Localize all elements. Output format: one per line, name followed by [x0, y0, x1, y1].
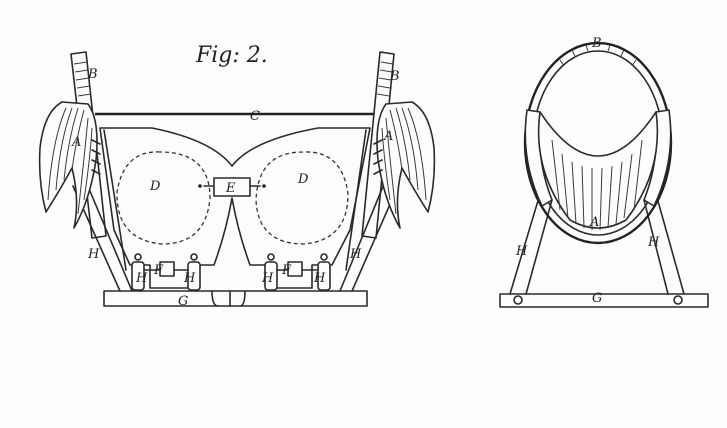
label-H-outer-left: H — [87, 247, 100, 262]
front-view — [38, 51, 436, 307]
label-H-inner-2: H — [183, 271, 196, 286]
reference-labels: B B C D D E A A H H H H H H F F G B A H … — [71, 36, 660, 309]
side-base — [499, 293, 709, 308]
right-cushion-outline — [255, 151, 349, 245]
inner-standard-1 — [131, 261, 145, 291]
label-B-left: B — [87, 67, 98, 82]
side-view — [499, 41, 709, 308]
inner-standard-2 — [187, 261, 201, 291]
label-A-side: A — [589, 215, 599, 230]
label-G-side: G — [592, 291, 602, 306]
inner-standard-4 — [317, 261, 331, 291]
label-F-left: F — [153, 263, 164, 278]
left-cushion-outline — [116, 151, 211, 245]
label-H-inner-4: H — [313, 271, 326, 286]
left-spring — [159, 261, 175, 277]
label-D-left: D — [149, 179, 161, 194]
label-B-right: B — [389, 69, 400, 84]
label-D-right: D — [297, 172, 309, 187]
label-H-side-left: H — [515, 244, 528, 259]
label-H-side-right: H — [647, 235, 660, 250]
label-B-side: B — [591, 36, 602, 51]
label-F-right: F — [281, 263, 292, 278]
center-clasp — [213, 177, 251, 197]
label-C: C — [250, 109, 260, 124]
base-detail — [211, 290, 246, 307]
label-H-outer-right: H — [349, 247, 362, 262]
figure-title: Fig: 2. — [195, 43, 268, 68]
label-A-right: A — [383, 129, 393, 144]
label-A-left: A — [71, 135, 81, 150]
label-G-front: G — [178, 294, 188, 309]
cradle-inner-edges — [103, 129, 367, 271]
inner-standard-3 — [264, 261, 278, 291]
side-cradle — [537, 111, 659, 229]
label-E: E — [225, 181, 236, 196]
right-spring — [287, 261, 303, 277]
front-base — [103, 290, 368, 307]
label-H-inner-1: H — [135, 271, 148, 286]
label-H-inner-3: H — [261, 271, 274, 286]
